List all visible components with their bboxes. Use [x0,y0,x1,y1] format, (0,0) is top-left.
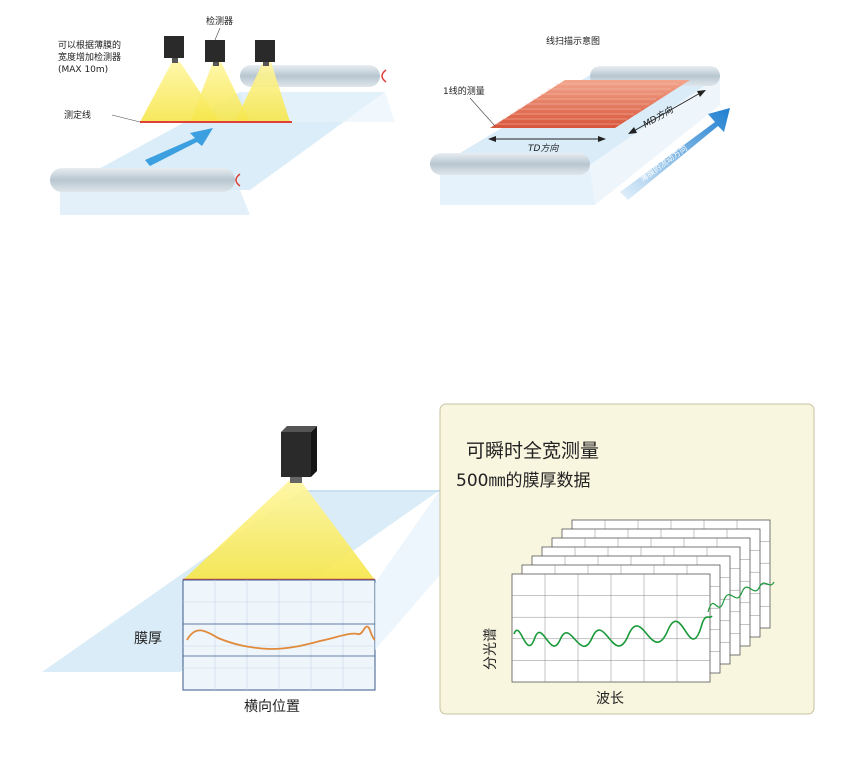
fig3-spectrum-grids [511,519,771,683]
fig1-flow-arrow [145,128,213,166]
fig3-wavelength-label: 波长 [596,691,624,707]
fig3-spectrum-back [707,581,775,613]
fig3-spectrum-label: 分光谱 [483,628,499,670]
fig1-beam-2 [190,62,250,122]
fig3-panel-title-line-2: 500㎜的膜厚数据 [456,471,591,491]
fig1-camera-1 [164,36,184,58]
fig1-front-roller [50,168,235,192]
fig2-md-arrow [631,91,703,133]
fig2-flow-arrow [620,108,730,200]
fig1-note-line-2: 宽度增加检测器 [58,53,122,63]
fig1-camera-2 [205,40,225,62]
fig2-one-line-label: 1线的测量 [443,87,485,97]
fig1-note-line-3: (MAX 10m) [58,65,109,75]
fig2-front-roller [430,153,590,175]
fig3-camera [281,432,311,477]
fig1-camera-3 [255,40,275,62]
fig3-thickness-curve [186,625,376,650]
fig1-camera-label: 检测器 [206,17,234,27]
fig3-panel-title-line-1: 可瞬时全宽测量 [466,440,600,462]
fig2-td-label: TD方向 [528,144,559,154]
fig3-beam [183,480,375,580]
fig1-beam-3 [235,62,290,122]
fig1-film [60,190,250,215]
fig2-title: 线扫描示意图 [546,37,601,47]
fig1-measure-line-label: 测定线 [64,111,92,121]
fig3-thickness-label: 膜厚 [134,631,162,647]
fig3-x-axis-label: 横向位置 [244,699,300,715]
fig1-note-line-1: 可以根据薄膜的 [58,41,122,51]
fig3-spectrum-curve [513,615,713,647]
